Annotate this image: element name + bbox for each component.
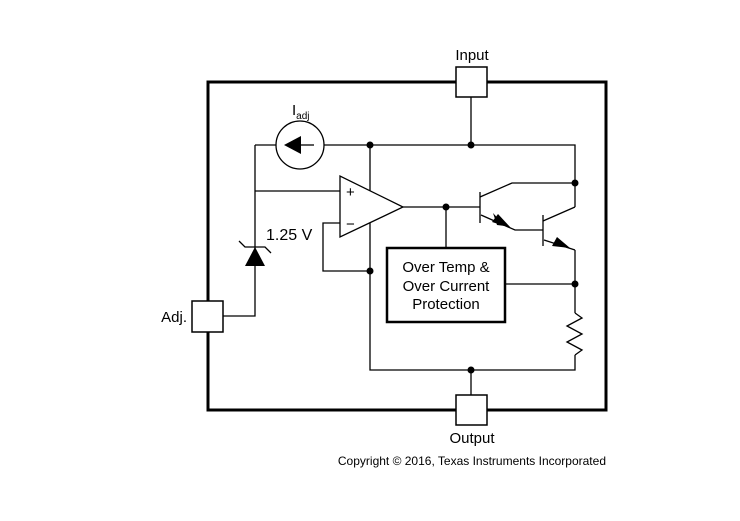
protection-block <box>385 246 507 324</box>
adj-label: Adj. <box>161 309 187 326</box>
protection-line-2: Over Current <box>403 278 491 295</box>
junction-dot <box>366 141 374 149</box>
junction-dot <box>366 267 374 275</box>
input-label: Input <box>455 47 489 64</box>
junction-dot <box>467 141 475 149</box>
zener-diode-icon <box>238 240 272 266</box>
input-pin <box>455 66 488 98</box>
output-pin <box>455 394 488 426</box>
output-label: Output <box>449 430 495 447</box>
package-outline <box>206 80 608 412</box>
error-amplifier <box>339 174 405 239</box>
iadj-label: Iadj <box>292 102 310 122</box>
sense-resistor-icon <box>565 312 584 356</box>
current-source-icon <box>275 120 325 170</box>
opamp-minus-label: − <box>346 216 355 233</box>
reference-voltage-label: 1.25 V <box>266 227 313 244</box>
protection-line-1: Over Temp & <box>402 259 489 276</box>
copyright-text: Copyright © 2016, Texas Instruments Inco… <box>338 454 606 468</box>
protection-line-3: Protection <box>412 296 480 313</box>
junction-dot <box>442 203 450 211</box>
opamp-plus-label: + <box>346 184 355 201</box>
darlington-transistors-icon <box>479 182 576 251</box>
junction-dot <box>571 280 579 288</box>
adj-pin <box>191 300 224 333</box>
junction-dot <box>467 366 475 374</box>
